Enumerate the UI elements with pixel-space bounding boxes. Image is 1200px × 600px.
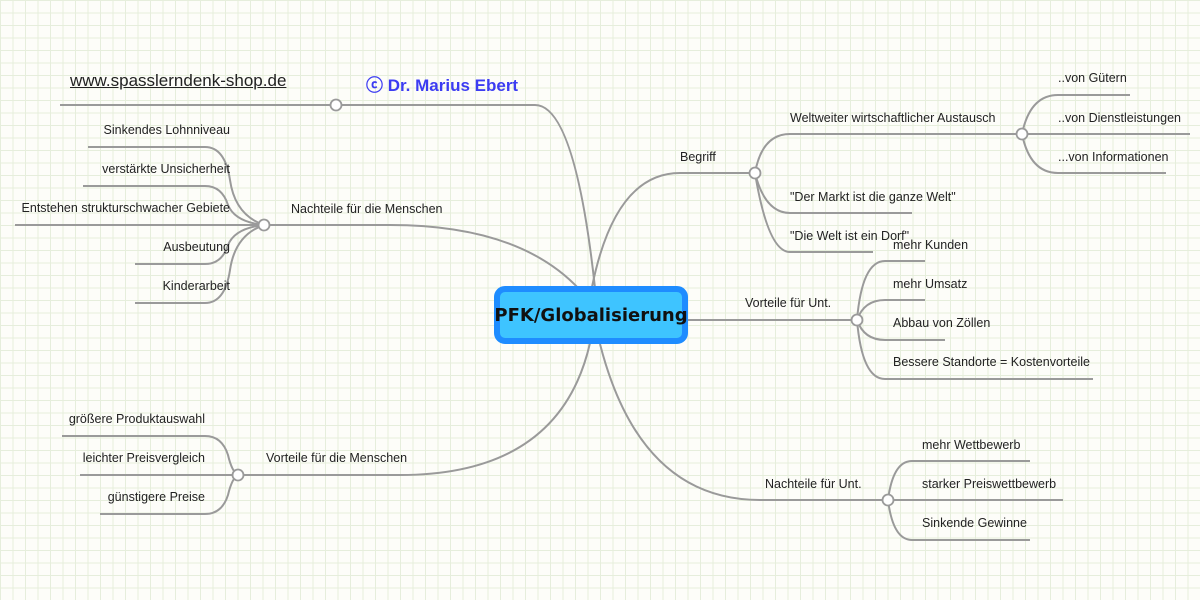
subtopic[interactable]: Abbau von Zöllen [893,316,991,330]
topic-begriff[interactable]: Begriff [680,150,716,164]
website-link[interactable]: www.spasslerndenk-shop.de [70,71,287,90]
subtopic[interactable]: mehr Kunden [893,238,969,252]
line-header [60,104,596,289]
line-begriff [591,172,755,288]
subtopic[interactable]: mehr Wettbewerb [922,438,1021,452]
subtopic[interactable]: "Die Welt ist ein Dorf" [790,229,910,243]
subtopic[interactable]: günstigere Preise [107,490,205,504]
node-dot [257,218,271,232]
subtopic[interactable]: Sinkende Gewinne [922,516,1027,530]
subtopic[interactable]: ...von Informationen [1058,150,1169,164]
topic-vorteile-unt[interactable]: Vorteile für Unt. [745,296,832,310]
node-dot [231,468,245,482]
topic-nachteile-menschen[interactable]: Nachteile für die Menschen [291,202,443,216]
node-dot [881,493,895,507]
subtopic[interactable]: größere Produktauswahl [68,412,205,426]
node-dot [850,313,864,327]
subtopic[interactable]: Weltweiter wirtschaftlicher Austausch [790,111,996,125]
subtopic[interactable]: verstärkte Unsicherheit [102,162,230,176]
subtopic[interactable]: Kinderarbeit [162,279,230,293]
subtopic[interactable]: "Der Markt ist die ganze Welt" [790,190,956,204]
subtopic[interactable]: starker Preiswettbewerb [922,477,1057,491]
line-nachteile-menschen [264,224,581,291]
subtopic[interactable]: Sinkendes Lohnniveau [103,123,231,137]
author-credit: ⓒ Dr. Marius Ebert [366,76,519,95]
node-dot [748,166,762,180]
subtopic[interactable]: leichter Preisvergleich [82,451,205,465]
subtopic[interactable]: ..von Gütern [1058,71,1127,85]
node-dot [1015,127,1029,141]
line-nachteile-unt [599,343,888,501]
central-topic-label: PFK/Globalisierung [494,304,688,326]
subtopic[interactable]: mehr Umsatz [893,277,968,291]
line-vorteile-menschen [238,342,591,476]
subtopic[interactable]: ..von Dienstleistungen [1058,111,1181,125]
subtopic[interactable]: Ausbeutung [163,240,230,254]
node-dot [329,98,343,112]
topic-nachteile-unt[interactable]: Nachteile für Unt. [765,477,862,491]
topic-vorteile-menschen[interactable]: Vorteile für die Menschen [266,451,408,465]
subtopic[interactable]: Entstehen strukturschwacher Gebiete [21,201,230,215]
central-topic[interactable]: PFK/Globalisierung [494,286,688,344]
subtopic[interactable]: Bessere Standorte = Kostenvorteile [893,355,1090,369]
